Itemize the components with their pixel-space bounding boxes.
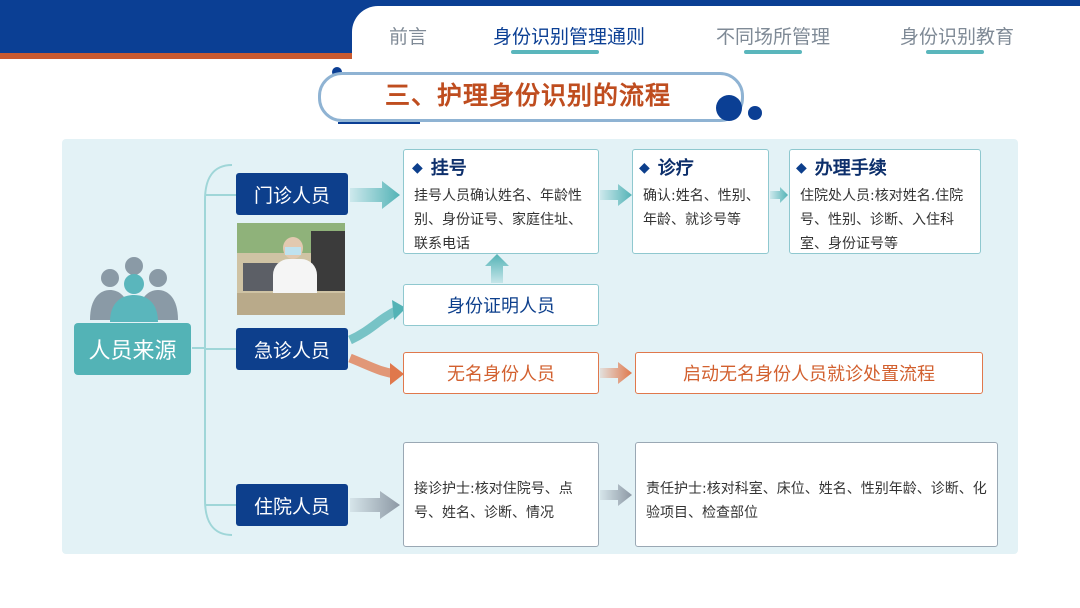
outpatient-box: 门诊人员 — [236, 173, 348, 215]
admission-heading: ◆办理手续 — [796, 158, 887, 179]
diagnosis-body: 确认:姓名、性别、年龄、就诊号等 — [643, 188, 760, 228]
diagnosis-card: ◆诊疗 确认:姓名、性别、年龄、就诊号等 — [632, 149, 769, 254]
admission-card: ◆办理手续 住院处人员:核对姓名.住院号、性别、诊断、入住科室、身份证号等 — [789, 149, 981, 254]
receiving-nurse-text: 接诊护士:核对住院号、点号、姓名、诊断、情况 — [414, 481, 573, 521]
nav-tab-area — [352, 6, 1080, 76]
registration-body: 挂号人员确认姓名、年龄性别、身份证号、家庭住址、联系电话 — [414, 188, 582, 252]
responsible-nurse-text: 责任护士:核对科室、床位、姓名、性别年龄、诊断、化验项目、检查部位 — [646, 481, 987, 521]
registration-card: ◆挂号 挂号人员确认姓名、年龄性别、身份证号、家庭住址、联系电话 — [403, 149, 599, 254]
inpatient-box: 住院人员 — [236, 484, 348, 526]
arrow-outpatient — [350, 181, 400, 209]
with-id-box: 身份证明人员 — [403, 284, 599, 326]
people-group-icon — [90, 257, 178, 322]
diamond-icon: ◆ — [639, 160, 650, 176]
diamond-icon: ◆ — [796, 160, 807, 176]
source-box: 人员来源 — [74, 323, 191, 375]
nav-item-venue-management[interactable]: 不同场所管理 — [715, 26, 830, 48]
nav-underline — [744, 50, 802, 54]
diamond-icon: ◆ — [412, 160, 423, 176]
unnamed-process-box: 启动无名身份人员就诊处置流程 — [635, 352, 983, 394]
header-accent-stripe — [0, 53, 360, 59]
title-underline — [338, 122, 420, 124]
diagnosis-heading: ◆诊疗 — [639, 158, 694, 179]
responsible-nurse-card: 责任护士:核对科室、床位、姓名、性别年龄、诊断、化验项目、检查部位 — [635, 442, 998, 547]
nav-item-preface[interactable]: 前言 — [388, 26, 427, 48]
admission-body: 住院处人员:核对姓名.住院号、性别、诊断、入住科室、身份证号等 — [800, 188, 964, 252]
title-dot-large — [716, 95, 742, 121]
nav-active-underline — [511, 50, 599, 54]
receiving-nurse-card: 接诊护士:核对住院号、点号、姓名、诊断、情况 — [403, 442, 599, 547]
title-dot-medium — [748, 106, 762, 120]
nav-item-general-rules[interactable]: 身份识别管理通则 — [492, 26, 645, 48]
title-frame — [318, 72, 744, 122]
registration-heading: ◆挂号 — [412, 158, 467, 179]
emergency-box: 急诊人员 — [236, 328, 348, 370]
nav-item-education[interactable]: 身份识别教育 — [899, 26, 1014, 48]
unnamed-box: 无名身份人员 — [403, 352, 599, 394]
nav-underline — [926, 50, 984, 54]
nurse-photo — [237, 223, 345, 315]
page-title: 三、护理身份识别的流程 — [384, 81, 671, 110]
